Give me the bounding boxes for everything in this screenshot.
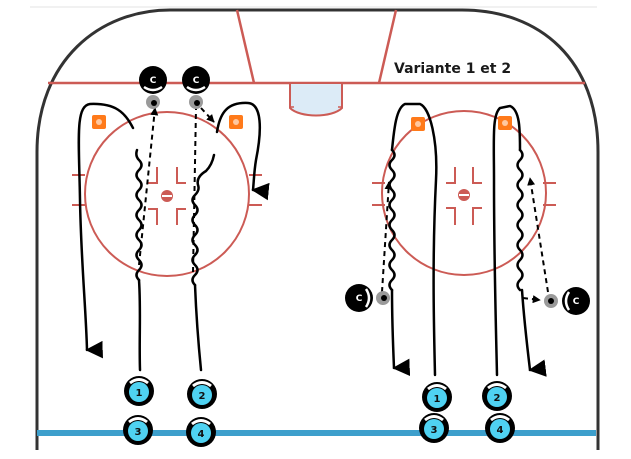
skate-path-player-2 — [492, 104, 522, 377]
pass-line — [192, 107, 197, 273]
skate-path-exit-player-1 — [390, 288, 411, 377]
coach-marker: C — [139, 66, 167, 94]
pass-line — [527, 177, 549, 293]
puck-carry-path-player-2 — [516, 148, 524, 292]
pass-lines-left — [138, 107, 215, 273]
coach-label: C — [193, 76, 200, 86]
puck-icon — [189, 95, 203, 109]
player-number: 2 — [199, 391, 206, 402]
faceoff-circle-right — [372, 110, 556, 276]
player-number: 4 — [198, 429, 205, 440]
player-marker: 1 — [422, 382, 452, 412]
cone-icon — [411, 117, 425, 131]
cone-icon — [92, 115, 106, 129]
coach-marker: C — [562, 287, 590, 315]
puck-carry-path-player-1 — [388, 148, 396, 292]
puck-icon — [376, 291, 390, 305]
player-number: 2 — [494, 393, 501, 404]
pass-lines-right — [381, 177, 549, 304]
skating-paths-left — [77, 101, 270, 372]
trapezoid-left-line — [235, 9, 256, 84]
player-marker: 2 — [187, 379, 217, 409]
coach-label: C — [573, 297, 580, 307]
coach-marker: C — [345, 284, 373, 312]
coach-label: C — [150, 76, 157, 86]
coach-marker: C — [182, 66, 210, 94]
player-marker: 3 — [123, 415, 153, 445]
cone-icon — [498, 116, 512, 130]
faceoff-dot-icon — [458, 189, 470, 201]
player-number: 1 — [434, 394, 441, 405]
puck-carry-path-player-1 — [135, 148, 143, 282]
puck-icon — [146, 95, 160, 109]
puck-carry-path-player-2 — [191, 153, 216, 287]
player-number: 1 — [136, 388, 143, 399]
skate-path-loop-player-1 — [77, 102, 135, 359]
player-marker: 2 — [482, 381, 512, 411]
pass-line — [200, 107, 215, 123]
player-number: 4 — [497, 425, 504, 436]
rink-boards — [35, 8, 600, 450]
pass-line — [522, 295, 541, 304]
player-marker: 3 — [419, 413, 449, 443]
drill-title: Variante 1 et 2 — [394, 61, 511, 77]
faceoff-dot-icon — [161, 190, 173, 202]
skate-path-loop-player-2 — [215, 101, 270, 201]
player-marker: 4 — [186, 417, 216, 447]
player-marker: 1 — [124, 376, 154, 406]
skate-path-player-1 — [390, 102, 438, 377]
pass-line — [381, 181, 393, 293]
goal-crease — [289, 82, 343, 117]
skate-path-exit-player-2 — [520, 288, 547, 377]
trapezoid-right-line — [377, 9, 398, 84]
faceoff-circle-left — [72, 111, 262, 277]
skate-path-player-2 — [193, 283, 203, 372]
skate-path-player-1 — [137, 278, 142, 372]
puck-icon — [544, 294, 558, 308]
player-number: 3 — [135, 427, 142, 438]
coach-label: C — [356, 294, 363, 304]
player-number: 3 — [431, 425, 438, 436]
player-marker: 4 — [485, 413, 515, 443]
skating-paths-right — [388, 102, 547, 377]
cone-icon — [229, 115, 243, 129]
